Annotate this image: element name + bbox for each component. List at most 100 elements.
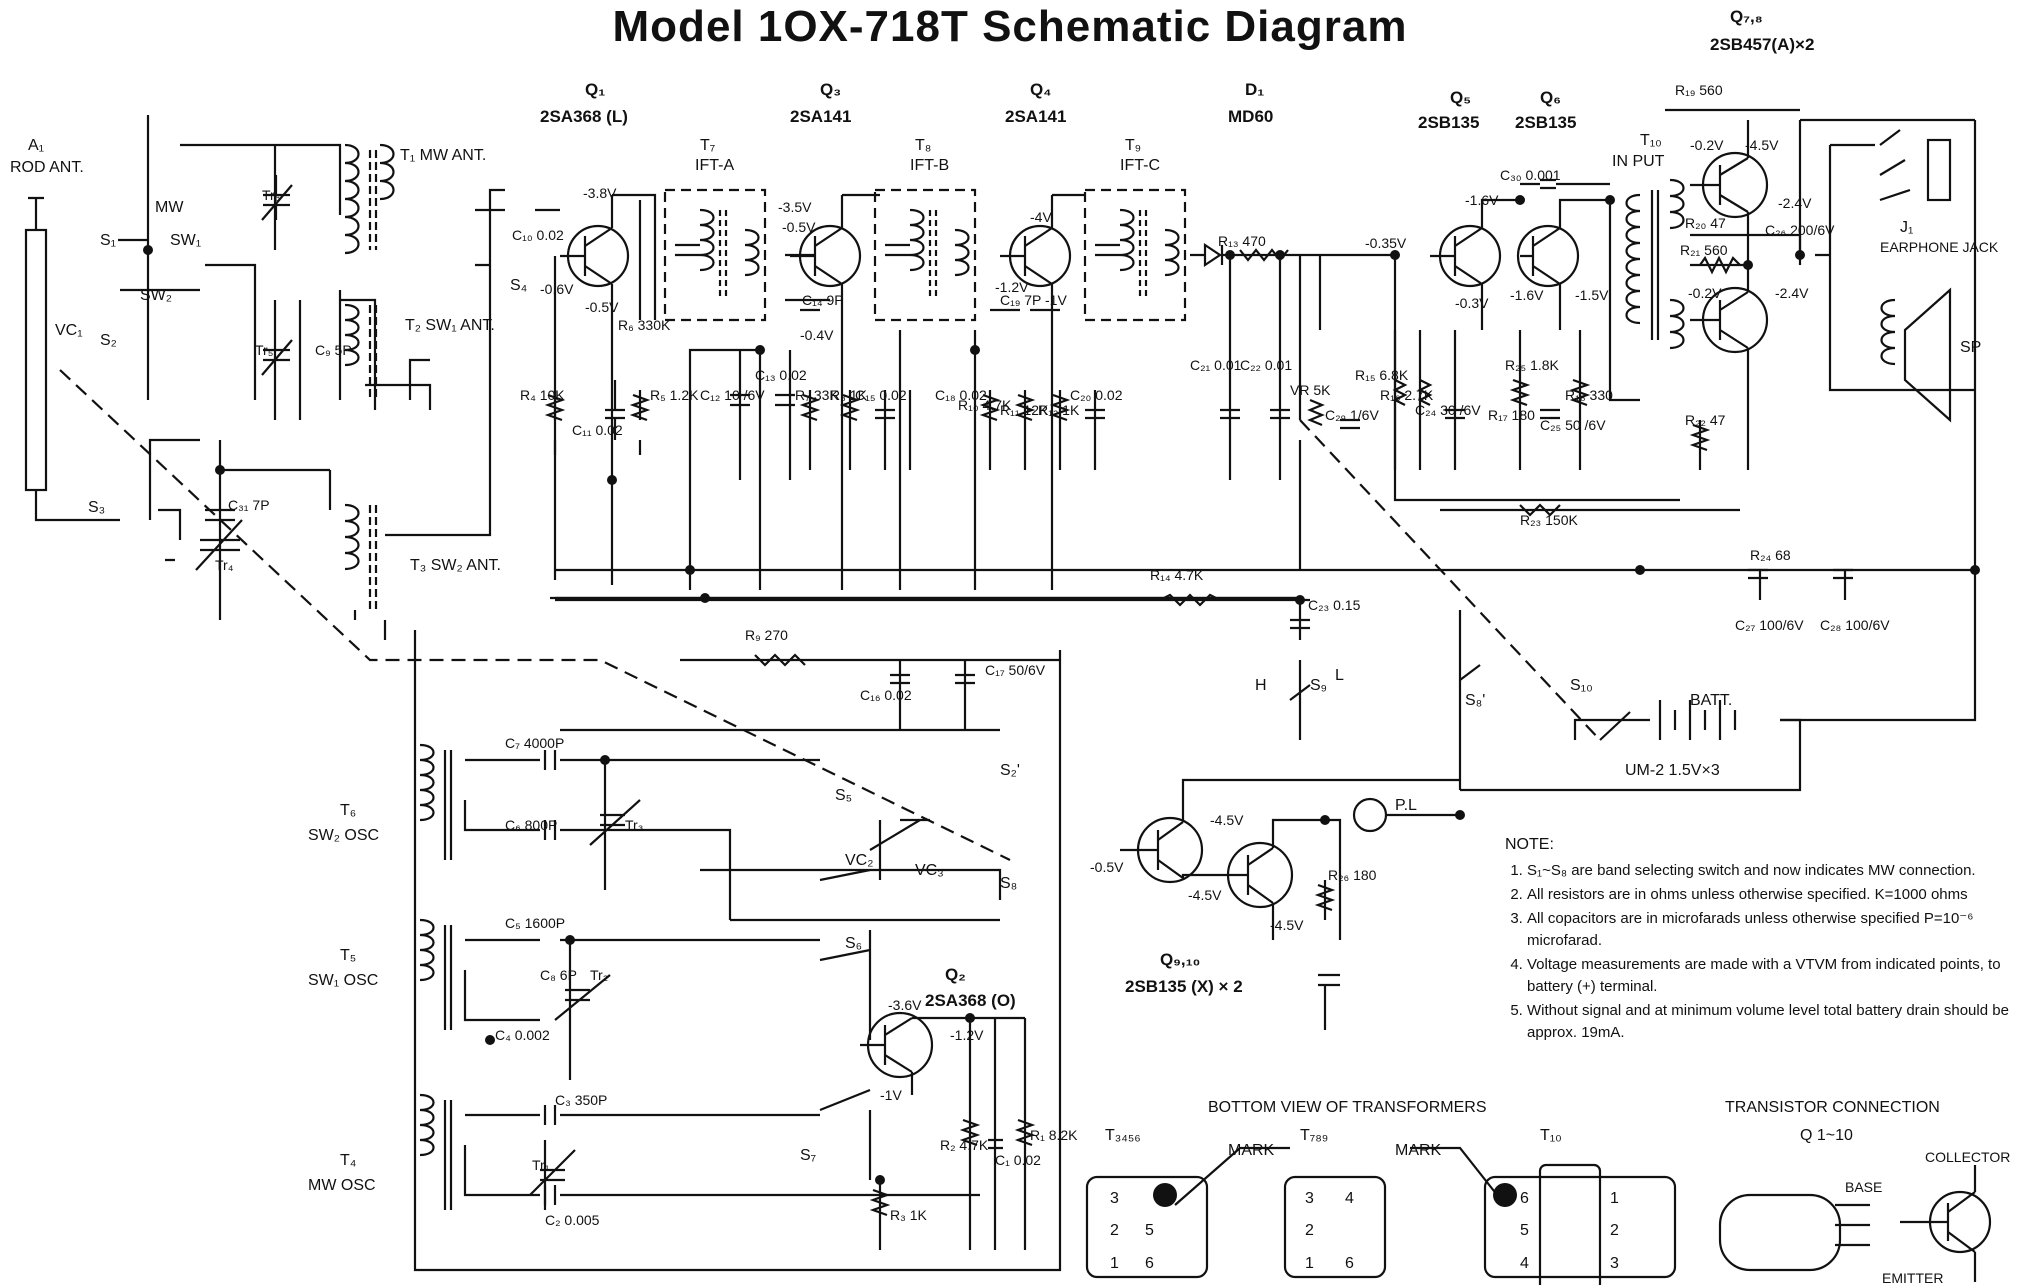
component-value-label: C₁₉ 7P — [1000, 292, 1041, 308]
switch-label: S₁₀ — [1570, 677, 1593, 694]
component-value-label: R₁₄ 4.7K — [1150, 567, 1204, 583]
svg-text:2: 2 — [1110, 1222, 1119, 1239]
t5-ref: T₅ — [340, 947, 356, 964]
component-value-label: C₂₂ 0.01 — [1240, 357, 1292, 373]
component-value-label: R₅ 1.2K — [650, 387, 699, 403]
q3-part: 2SA141 — [790, 107, 851, 126]
component-value-label: R₂ 4.7K — [940, 1137, 989, 1153]
component-value-label: C₁₈ 0.02 — [935, 387, 987, 403]
trimmer-label: Tr₄ — [215, 557, 234, 573]
battery-rail — [1780, 120, 1977, 722]
svg-text:3: 3 — [1305, 1190, 1314, 1207]
component-value-label: R₂₃ 150K — [1520, 512, 1578, 528]
component-value-label: C₃₀ 0.001 — [1500, 167, 1561, 183]
pin-base: BASE — [1845, 1179, 1882, 1195]
component-value-label: C₂₀ 0.02 — [1070, 387, 1123, 403]
component-value-label: R₉ 270 — [745, 627, 788, 643]
voltage-label: -1.2V — [950, 1027, 984, 1043]
t7-name: IFT-A — [695, 157, 734, 174]
notes-heading: NOTE: — [1505, 836, 1554, 853]
switch-label: VC₃ — [915, 862, 944, 879]
switch-label: S₈ — [1000, 875, 1017, 892]
battery-spec: UM-2 1.5V×3 — [1625, 762, 1720, 779]
switch-label: S₂ — [100, 332, 117, 349]
voltage-label: -0.4V — [800, 327, 834, 343]
pilot-lamp-label: P.L — [1395, 797, 1417, 814]
transistor-connection-range: Q 1~10 — [1800, 1127, 1853, 1144]
speaker-label: SP — [1960, 339, 1981, 356]
bottom-view-t789 — [1283, 1175, 1387, 1279]
svg-text:5: 5 — [1520, 1222, 1529, 1239]
component-value-label: R₈ 1K — [830, 387, 868, 403]
bottom-view-group-1: T₃₄₅₆ — [1105, 1127, 1141, 1144]
notes-list: S₁~S₈ are band selecting switch and now … — [1505, 860, 2015, 1044]
component-value-label: R₁₃ 470 — [1218, 233, 1266, 249]
mark-label-1: MARK — [1228, 1142, 1275, 1159]
switch-label: S₄ — [510, 277, 527, 294]
switch-label: SW₁ — [170, 232, 201, 249]
voltage-label: -4.5V — [1210, 812, 1244, 828]
svg-text:1: 1 — [1610, 1190, 1619, 1207]
antenna-name: ROD ANT. — [10, 159, 84, 176]
t5-coil — [419, 918, 435, 982]
q78-ref: Q₇,₈ — [1730, 7, 1763, 26]
voltage-label: -0.5V — [1090, 859, 1124, 875]
component-value-label: C₁₃ 0.02 — [755, 367, 807, 383]
voltage-label: -4.5V — [1188, 887, 1222, 903]
q5-ref: Q₅ — [1450, 88, 1471, 107]
component-value-label: R₄ 10K — [520, 387, 565, 403]
note-item: All copacitors are in microfarads unless… — [1527, 908, 2015, 952]
ift-c-can — [1083, 188, 1187, 322]
t6-ref: T₆ — [340, 802, 356, 819]
component-value-label: R₂₅ 1.8K — [1505, 357, 1560, 373]
component-value-label: R₁ 8.2K — [1030, 1127, 1078, 1143]
switch-label: S₉ — [1310, 677, 1327, 694]
component-value-label: C₂₄ 30 /6V — [1415, 402, 1481, 418]
q4-ref: Q₄ — [1030, 80, 1051, 99]
component-value-label: C₂ 0.005 — [545, 1212, 600, 1228]
j1-ref: J₁ — [1900, 219, 1913, 236]
voltage-label: -4.5V — [1745, 137, 1779, 153]
component-value-label: R₁₈ 330 — [1565, 387, 1613, 403]
bottom-view-group-3: T₁₀ — [1540, 1127, 1562, 1144]
t10-primary — [1625, 193, 1641, 325]
note-item: Without signal and at minimum volume lev… — [1527, 1000, 2015, 1044]
voltage-label: -3.5V — [778, 199, 812, 215]
component-value-label: C₂₉ 1/6V — [1325, 407, 1379, 423]
t9-ref: T₉ — [1125, 137, 1141, 154]
svg-text:3: 3 — [1110, 1190, 1119, 1207]
q3-ref: Q₃ — [820, 80, 841, 99]
t10-ref: T₁₀ — [1640, 132, 1662, 149]
diagram-title: Model 1OX-718T Schematic Diagram — [612, 2, 1408, 51]
svg-text:1: 1 — [1305, 1255, 1314, 1272]
t7-ref: T₇ — [700, 137, 715, 154]
voltage-label: -4V — [1030, 209, 1052, 225]
component-value-label: R₁₁ 12K — [1000, 402, 1049, 418]
t1-label: T₁ MW ANT. — [400, 147, 486, 164]
voltage-label: -1.5V — [1575, 287, 1609, 303]
antenna-ref: A₁ — [28, 137, 44, 154]
q2-ref: Q₂ — [945, 965, 966, 984]
j1-name: EARPHONE JACK — [1880, 239, 1999, 255]
component-value-label: R₁₅ 6.8K — [1355, 367, 1409, 383]
component-value-label: C₁ 0.02 — [995, 1152, 1041, 1168]
switch-label: S₇ — [800, 1147, 816, 1164]
bottom-view-t10 — [1483, 1175, 1677, 1279]
component-value-label: C₈ 6P — [540, 967, 577, 983]
voltage-label: -4.5V — [1270, 917, 1304, 933]
component-value-label: C₄ 0.002 — [495, 1027, 550, 1043]
voltage-label: -1.6V — [1510, 287, 1544, 303]
transistor-connection-title: TRANSISTOR CONNECTION — [1725, 1099, 1940, 1116]
component-value-label: R₂₆ 180 — [1328, 867, 1377, 883]
svg-text:5: 5 — [1145, 1222, 1154, 1239]
component-value-label: R₂₂ 47 — [1685, 412, 1726, 428]
svg-text:2: 2 — [1305, 1222, 1314, 1239]
t9-name: IFT-C — [1120, 157, 1160, 174]
note-item: S₁~S₈ are band selecting switch and now … — [1527, 860, 2015, 882]
voltage-label: -3.8V — [583, 185, 617, 201]
voltage-label: -1.2V — [995, 279, 1029, 295]
component-value-label: C₂₃ 0.15 — [1308, 597, 1361, 613]
trimmer-label: Tr₅ — [255, 342, 273, 358]
svg-text:3: 3 — [1610, 1255, 1619, 1272]
t2-coil — [344, 303, 360, 367]
